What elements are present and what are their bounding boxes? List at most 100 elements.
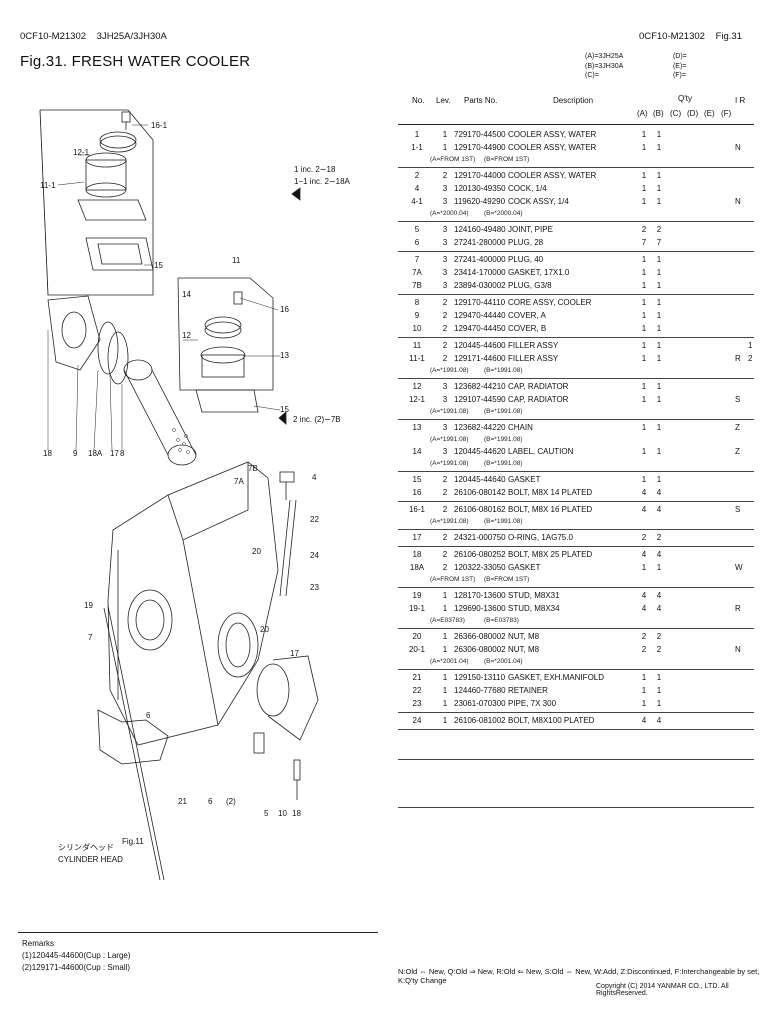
- parts-table: No. Lev. Parts No. Description Q'ty I R …: [398, 94, 754, 808]
- callout-label: 11: [232, 256, 241, 265]
- qty-b: 1: [656, 255, 662, 264]
- group-divider: [398, 628, 754, 629]
- qty-a: 1: [641, 184, 647, 193]
- model-code: (A)=3JH25A: [585, 53, 624, 60]
- qty-b: 1: [656, 395, 662, 404]
- part-no: 13: [412, 423, 422, 432]
- serial-note: (A=*1991.08)(B=*1991.08): [398, 458, 754, 469]
- col-qty: Q'ty: [678, 94, 692, 103]
- part-number: 129170-44900: [454, 143, 506, 152]
- callout-label: 22: [310, 515, 319, 524]
- callout-label: 17: [290, 649, 299, 658]
- interchange-code: S: [735, 395, 741, 404]
- qty-a: 1: [641, 423, 647, 432]
- part-no: 18A: [409, 563, 425, 572]
- group-divider: [398, 729, 754, 730]
- part-level: 3: [442, 238, 448, 247]
- callout-label: 20: [260, 625, 269, 634]
- part-level: 3: [442, 382, 448, 391]
- qty-b: 2: [656, 632, 662, 641]
- interchange-code: N: [735, 645, 741, 654]
- qty-b: 1: [656, 143, 662, 152]
- part-number: 128170-13600: [454, 591, 506, 600]
- qty-b: 1: [656, 447, 662, 456]
- part-number: 729170-44500: [454, 130, 506, 139]
- part-no: 8: [414, 298, 420, 307]
- callout-label: 17: [110, 449, 119, 458]
- callout-label: 9: [73, 449, 78, 458]
- serial-note-a: (A=*1991.08): [430, 460, 469, 467]
- qty-b: 4: [656, 591, 662, 600]
- part-number: 129107-44590: [454, 395, 506, 404]
- part-no: 16: [412, 488, 422, 497]
- qty-b: 4: [656, 550, 662, 559]
- part-number: 124460-77680: [454, 686, 506, 695]
- part-description: GASKET, 17X1.0: [508, 268, 570, 277]
- qty-b: 1: [656, 475, 662, 484]
- callout-label: 18: [43, 449, 52, 458]
- callout-label: 15: [154, 261, 163, 270]
- part-number: 120445-44620: [454, 447, 506, 456]
- part-number: 123682-44220: [454, 423, 506, 432]
- remarks-line-1: (1)120445-44600(Cup : Large): [22, 951, 131, 960]
- serial-note-b: (B=*2000.04): [484, 210, 523, 217]
- col-no: No.: [412, 96, 425, 105]
- qty-b: 2: [656, 533, 662, 542]
- col-qb: (B): [653, 109, 664, 118]
- qty-b: 4: [656, 604, 662, 613]
- part-description: GASKET: [508, 475, 541, 484]
- callout-label: 4: [312, 473, 317, 482]
- serial-note: (A=*1991.08)(B=*1991.08): [398, 516, 754, 527]
- part-level: 2: [442, 341, 448, 350]
- part-number: 120445-44640: [454, 475, 506, 484]
- qty-b: 1: [656, 341, 662, 350]
- group-divider: [398, 471, 754, 472]
- qty-b: 1: [656, 281, 662, 290]
- remark-ref: 1: [748, 341, 753, 350]
- serial-note: (A=*1991.08)(B=*1991.08): [398, 365, 754, 376]
- serial-note-a: (A=*1991.08): [430, 367, 469, 374]
- part-number: 129470-44440: [454, 311, 506, 320]
- blank-row-divider: [398, 759, 754, 760]
- qty-a: 4: [641, 604, 647, 613]
- part-level: 2: [442, 354, 448, 363]
- remarks-line-2: (2)129171-44600(Cup : Small): [22, 963, 131, 972]
- callout-label: 7B: [248, 464, 258, 473]
- part-no: 7: [414, 255, 420, 264]
- part-description: STUD, M8X34: [508, 604, 560, 613]
- callout-label: 12: [182, 331, 191, 340]
- part-description: BOLT, M8X 14 PLATED: [508, 488, 593, 497]
- part-level: 3: [442, 184, 448, 193]
- part-level: 1: [442, 716, 448, 725]
- callout-label: 16: [280, 305, 289, 314]
- group-divider: [398, 712, 754, 713]
- col-ir: I R: [735, 96, 746, 105]
- qty-a: 1: [641, 382, 647, 391]
- qty-b: 1: [656, 423, 662, 432]
- diagram-note-3: 2 inc. (2)∼7B: [293, 415, 341, 424]
- serial-note: (A=*1991.08)(B=*1991.08): [398, 406, 754, 417]
- part-no: 19: [412, 591, 422, 600]
- qty-a: 1: [641, 686, 647, 695]
- qty-a: 4: [641, 550, 647, 559]
- part-level: 1: [442, 130, 448, 139]
- qty-a: 1: [641, 395, 647, 404]
- qty-b: 1: [656, 298, 662, 307]
- part-number: 129470-44450: [454, 324, 506, 333]
- part-no: 12-1: [408, 395, 425, 404]
- part-description: NUT, M8: [508, 632, 540, 641]
- callout-label: 19: [84, 601, 93, 610]
- part-level: 3: [442, 395, 448, 404]
- part-description: COCK, 1/4: [508, 184, 547, 193]
- qty-a: 1: [641, 447, 647, 456]
- copyright: Copyright (C) 2014 YANMAR CO., LTD. All …: [596, 983, 729, 997]
- part-description: GASKET, EXH.MANIFOLD: [508, 673, 605, 682]
- serial-note-b: (B=E03783): [484, 617, 519, 624]
